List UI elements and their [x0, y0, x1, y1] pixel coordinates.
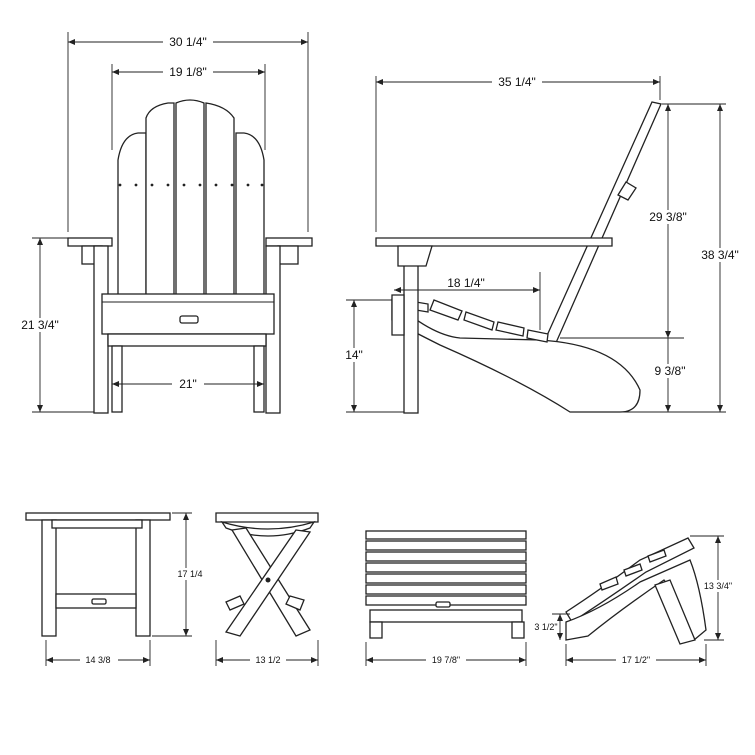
overall-height-label: 38 3/4" — [701, 248, 739, 262]
ottoman-side — [565, 537, 707, 645]
ottoman-length-label: 17 1/2" — [622, 655, 650, 665]
side-table-front — [25, 512, 171, 637]
seat-front-height-label: 9 3/8" — [655, 364, 686, 378]
side-table-side — [215, 512, 319, 637]
seat-apron — [101, 293, 275, 335]
chair-depth-label: 35 1/4" — [498, 75, 536, 89]
chair-back — [544, 101, 662, 346]
ottoman-height-label: 13 3/4" — [704, 581, 732, 591]
ottoman-width-label: 19 7/8" — [432, 655, 460, 665]
seat-depth-label: 18 1/4" — [447, 276, 485, 290]
dimension-labels: 30 1/4" 19 1/8" 21 3/4" 21" 35 1/4" 18 1… — [18, 35, 746, 666]
chair-front-view — [67, 99, 313, 414]
arm-height-label: 21 3/4" — [21, 318, 59, 332]
table-width-label: 14 3/8 — [85, 655, 110, 665]
seat-height-label: 14" — [345, 348, 363, 362]
ottoman-front-height-label: 3 1/2" — [534, 622, 557, 632]
table-depth-label: 13 1/2 — [255, 655, 280, 665]
right-armrest — [265, 237, 313, 247]
back-width-label: 19 1/8" — [169, 65, 207, 79]
back-slat — [175, 99, 205, 336]
logo-plaque — [179, 315, 199, 324]
folding-table-top — [215, 512, 319, 523]
side-front-leg — [403, 245, 419, 414]
ottoman-front — [365, 530, 527, 639]
back-slat — [145, 102, 175, 336]
back-slat — [117, 132, 147, 336]
table-height-label: 17 1/4 — [177, 569, 202, 579]
overall-width-label: 30 1/4" — [169, 35, 207, 49]
side-armrest — [375, 237, 613, 247]
left-armrest — [67, 237, 113, 247]
back-slat — [235, 132, 265, 336]
chair-runner — [391, 298, 641, 413]
folding-leg — [224, 529, 312, 637]
table-top — [25, 512, 171, 521]
chair-side-view — [375, 101, 662, 414]
back-height-label: 29 3/8" — [649, 210, 687, 224]
seat-width-label: 21" — [179, 377, 197, 391]
back-slat — [205, 102, 235, 336]
